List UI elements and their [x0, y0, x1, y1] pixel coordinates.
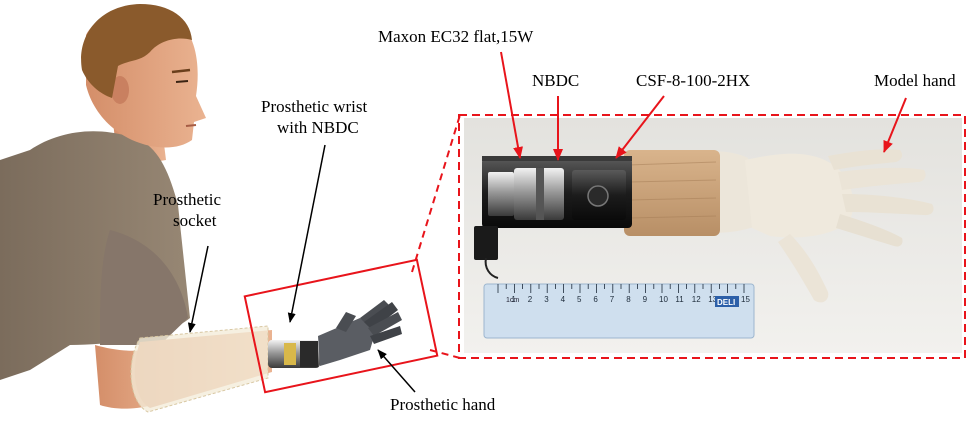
- arrow-prosthetic-hand: [377, 349, 416, 393]
- person-sleeve: [100, 230, 188, 345]
- nbdc-band: [536, 168, 544, 220]
- small-wrist-gold: [284, 343, 296, 365]
- arrow-prosthetic-socket: [187, 245, 209, 333]
- connector-cable: [484, 257, 499, 279]
- wrist-bandage: [624, 150, 720, 236]
- arrow-model-hand: [883, 97, 907, 153]
- arrow-prosthetic-wrist: [287, 144, 326, 323]
- ruler-body: [483, 283, 755, 339]
- model-hand-thumb: [778, 234, 829, 303]
- small-hand-finger-2: [364, 302, 398, 330]
- ruler-ticks: [497, 284, 745, 293]
- small-hand-finger-4: [370, 326, 402, 344]
- ruler-number: 3: [544, 295, 549, 304]
- ruler-number: 10: [659, 295, 668, 304]
- label-gear: CSF-8-100-2HX: [636, 71, 750, 90]
- bandage-texture: [627, 161, 717, 219]
- ruler-number: 9: [643, 295, 648, 304]
- label-prosthetic-wrist-1: Prosthetic wrist: [261, 97, 368, 116]
- label-prosthetic-wrist-2: with NBDC: [277, 118, 359, 137]
- callout-connector-top: [411, 114, 461, 273]
- prosthesis-highlight-box: [243, 258, 439, 394]
- ruler-number: 4: [561, 295, 566, 304]
- label-motor: Maxon EC32 flat,15W: [378, 27, 534, 46]
- callout-connector-bottom: [429, 349, 461, 359]
- ruler-number: 7: [610, 295, 615, 304]
- ruler-number: 5: [577, 295, 582, 304]
- ruler-number: 1: [511, 295, 516, 304]
- prosthetic-socket-shape: [130, 325, 269, 413]
- model-hand-finger-3: [842, 194, 934, 216]
- person-brow: [171, 68, 191, 74]
- small-wrist-dark: [300, 341, 318, 367]
- arrow-motor: [500, 51, 523, 159]
- label-prosthetic-socket-1: Prosthetic: [153, 190, 221, 209]
- ruler-brand-badge: [715, 296, 739, 307]
- wrist-mechanism: [474, 156, 632, 279]
- motor-housing: [488, 172, 514, 216]
- person-eye: [175, 80, 189, 83]
- small-hand-thumb: [336, 312, 356, 332]
- person-hair: [81, 4, 192, 98]
- ruler-unit: 1cm: [506, 297, 519, 304]
- ruler-number: 13: [708, 295, 717, 304]
- arrow-gear: [615, 95, 665, 159]
- ruler-number: 12: [692, 295, 701, 304]
- label-prosthetic-hand: Prosthetic hand: [390, 395, 496, 414]
- small-prosthesis: [268, 300, 402, 368]
- model-hand-finger-2: [838, 167, 926, 190]
- ruler-number: 11: [675, 295, 684, 304]
- connector-block: [474, 226, 498, 260]
- label-nbdc: NBDC: [532, 71, 579, 90]
- small-hand-palm: [318, 318, 376, 366]
- model-hand-finger-4: [836, 214, 903, 247]
- person-mouth: [185, 124, 197, 127]
- model-hand-palm: [745, 153, 854, 238]
- person-ear: [111, 76, 129, 104]
- ruler-number: 6: [593, 295, 598, 304]
- gear-bolt: [587, 185, 609, 207]
- model-hand-finger-1: [828, 149, 903, 170]
- small-hand-finger-3: [368, 312, 402, 336]
- ruler-brand: DELI: [717, 298, 735, 307]
- label-model-hand: Model hand: [874, 71, 956, 90]
- ruler-number: 8: [626, 295, 631, 304]
- ruler-number: 2: [528, 295, 533, 304]
- photo-callout-box: [458, 114, 966, 359]
- ruler: 123456789101112131415 1cm DELI: [483, 283, 755, 339]
- ruler-number: 15: [741, 295, 750, 304]
- photo-panel: 123456789101112131415 1cm DELI: [464, 118, 962, 353]
- label-prosthetic-socket-2: socket: [173, 211, 217, 230]
